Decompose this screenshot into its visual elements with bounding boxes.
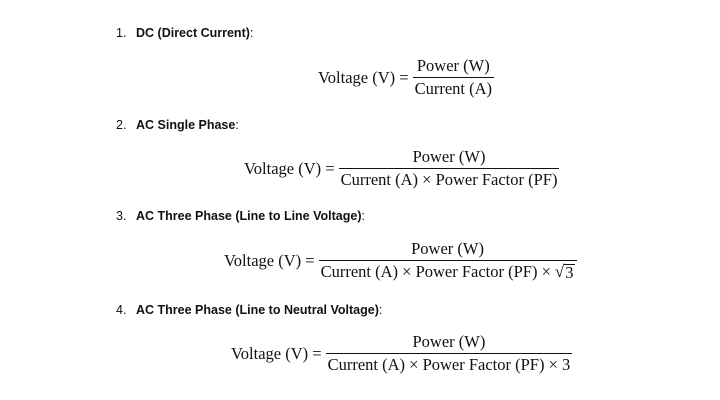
denominator: Current (A) × Power Factor (PF) × 3: [327, 355, 571, 374]
radicand: 3: [564, 263, 575, 282]
list-item-dc: 1. DC (Direct Current):: [116, 25, 253, 41]
numerator: Power (W): [416, 56, 490, 75]
numerator: Power (W): [412, 332, 486, 351]
fraction: Power (W) Current (A): [412, 56, 495, 98]
fraction: Power (W) Current (A) × Power Factor (PF…: [338, 147, 560, 189]
item-number: 4.: [116, 303, 127, 317]
equation-ac-three-phase-line-to-neutral: Voltage (V) = Power (W) Current (A) × Po…: [231, 332, 573, 374]
item-number: 2.: [116, 118, 127, 132]
item-number: 1.: [116, 26, 127, 40]
equation-lhs: Voltage (V) =: [318, 67, 409, 87]
equation-ac-single-phase: Voltage (V) = Power (W) Current (A) × Po…: [244, 147, 560, 189]
fraction: Power (W) Current (A) × Power Factor (PF…: [325, 332, 573, 374]
radical-sign: √: [554, 262, 565, 281]
equation-lhs: Voltage (V) =: [224, 250, 315, 270]
list-item-ac-single-phase: 2. AC Single Phase:: [116, 117, 239, 133]
item-number: 3.: [116, 209, 127, 223]
item-colon: :: [361, 209, 365, 223]
fraction-bar: [318, 260, 577, 261]
equation-lhs: Voltage (V) =: [244, 158, 335, 178]
square-root: √3: [555, 263, 575, 281]
equation-ac-three-phase-line-to-line: Voltage (V) = Power (W) Current (A) × Po…: [224, 240, 577, 281]
denominator: Current (A): [414, 79, 493, 98]
list-item-ac-three-phase-line-to-neutral: 4. AC Three Phase (Line to Neutral Voltag…: [116, 302, 382, 318]
item-colon: :: [378, 303, 383, 317]
equation-lhs: Voltage (V) =: [231, 343, 322, 363]
item-title: AC Three Phase (Line to Line Voltage): [136, 209, 362, 223]
fraction-bar: [325, 353, 573, 354]
item-title: AC Single Phase: [136, 118, 236, 132]
item-title: AC Three Phase (Line to Neutral Voltage): [136, 303, 379, 317]
fraction-bar: [338, 168, 560, 169]
item-colon: :: [249, 26, 254, 40]
fraction: Power (W) Current (A) × Power Factor (PF…: [318, 239, 577, 281]
fraction-bar: [412, 77, 495, 78]
item-title: DC (Direct Current): [136, 26, 250, 40]
item-colon: :: [235, 118, 239, 132]
list-item-ac-three-phase-line-to-line: 3. AC Three Phase (Line to Line Voltage):: [116, 208, 365, 224]
denominator: Current (A) × Power Factor (PF) ×√3: [319, 261, 577, 281]
denominator-text: Current (A) × Power Factor (PF) ×: [320, 262, 551, 281]
numerator: Power (W): [411, 239, 484, 258]
numerator: Power (W): [412, 147, 486, 166]
equation-dc: Voltage (V) = Power (W) Current (A): [318, 56, 495, 98]
denominator: Current (A) × Power Factor (PF): [340, 170, 558, 189]
